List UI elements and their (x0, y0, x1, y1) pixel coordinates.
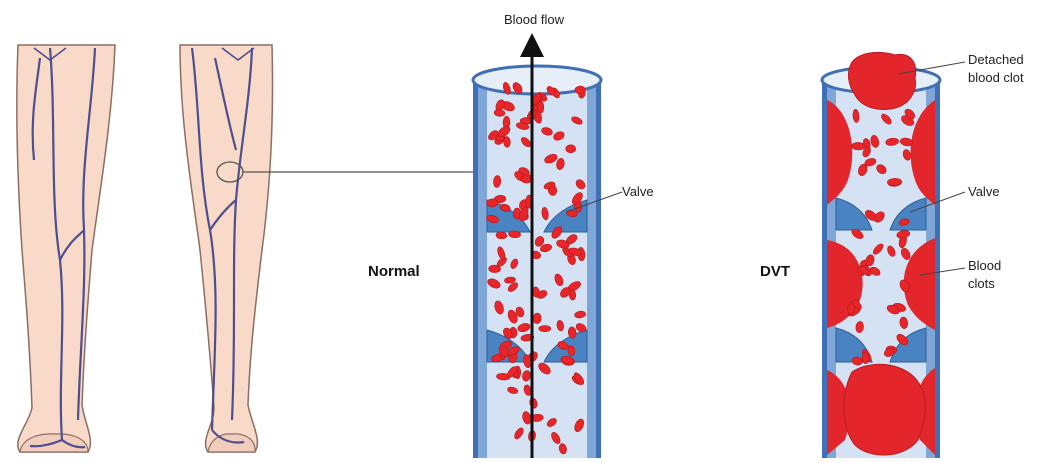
detached-clot-label-line1: Detached (968, 52, 1024, 67)
blood-clots-label-line2: clots (968, 276, 995, 291)
blood-cell (566, 145, 576, 153)
valve-dvt-label: Valve (968, 184, 1000, 199)
legs-illustration (17, 45, 482, 452)
blood-cell (486, 199, 498, 208)
detached-clot-label-line2: blood clot (968, 70, 1024, 85)
normal-vessel (473, 45, 601, 458)
blood-flow-label: Blood flow (504, 12, 565, 27)
blood-cell (852, 142, 865, 150)
dvt-clot-bottom-mass (844, 364, 925, 455)
valve-normal-label: Valve (622, 184, 654, 199)
dvt-title: DVT (760, 263, 790, 280)
normal-title: Normal (368, 263, 420, 280)
blood-clots-label-line1: Blood (968, 258, 1001, 273)
blood-cell (539, 326, 551, 332)
dvt-vessel (822, 52, 940, 458)
blood-cell (504, 137, 511, 148)
